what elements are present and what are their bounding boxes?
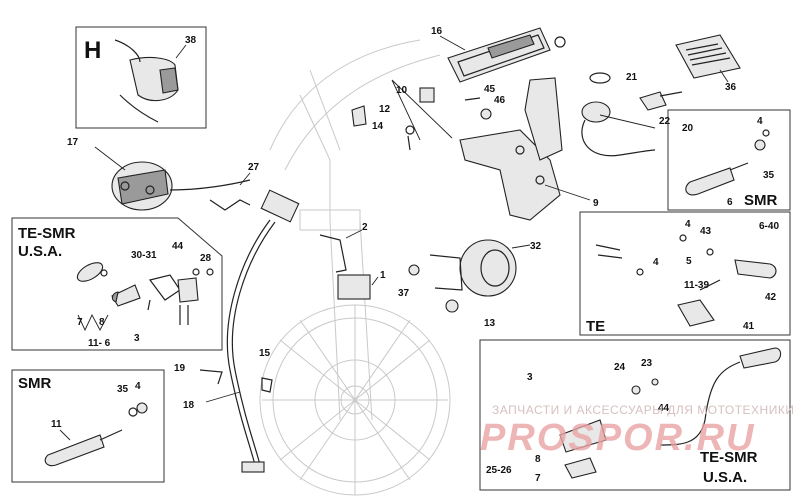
callout-45: 45 [484,84,496,95]
watermark: ЗАПЧАСТИ И АКСЕССУАРЫ ДЛЯ МОТОТЕХНИКИ PR… [480,403,794,459]
callout-35-right: 35 [763,170,775,181]
callout-35-left: 35 [117,384,129,395]
callout-27: 27 [248,162,260,173]
callout-4-smr-left: 4 [135,381,141,392]
callout-43: 43 [700,226,712,237]
box-te-smr-right-title1: TE-SMR [700,449,758,466]
callout-24: 24 [614,362,626,373]
left-switch-17 [94,146,251,211]
callout-23: 23 [641,358,653,369]
callout-3-left: 3 [134,333,140,344]
callout-32: 32 [530,241,542,252]
callout-13: 13 [484,318,496,329]
box-te-smr-left-title2: U.S.A. [18,243,62,260]
box-smr-left: SMR [11,369,165,483]
callout-10: 10 [396,85,408,96]
manual-36 [675,34,741,83]
ignition-switch-22 [581,72,683,157]
box-h-title: H [84,37,101,64]
callout-38: 38 [185,35,197,46]
callout-11: 11 [51,419,62,430]
small-fasteners [199,79,492,393]
callout-2: 2 [362,222,368,233]
box-te-smr-usa-right: TE-SMR U.S.A. [479,339,791,491]
box-te-right: TE [579,211,791,336]
callout-labels: 1 2 3 3 4 4 4 4 5 6 7 7 8 8 9 10 11 11-3… [51,26,779,484]
callout-7-left: 7 [77,317,83,328]
callout-8-right: 8 [535,454,541,465]
callout-11-39: 11-39 [684,280,709,291]
callout-42: 42 [765,292,777,303]
box-smr-left-title: SMR [18,375,52,392]
callout-6-40: 6-40 [759,221,779,232]
callout-4-te-b: 4 [653,257,659,268]
callout-4-te-a: 4 [685,219,691,230]
callout-15: 15 [259,348,271,359]
callout-12: 12 [379,104,391,115]
callout-11-6: 11- 6 [88,338,111,349]
callout-16: 16 [431,26,443,37]
box-te-right-title: TE [586,318,605,335]
relay-1 [319,229,379,300]
callout-14: 14 [372,121,384,132]
box-te-smr-right-title2: U.S.A. [703,469,747,486]
callout-20: 20 [682,123,694,134]
callout-6: 6 [727,197,733,208]
callout-4-smr-right: 4 [757,116,763,127]
callout-9: 9 [593,198,599,209]
box-h: H [75,26,207,129]
callout-46: 46 [494,95,506,106]
callout-3-right: 3 [527,372,533,383]
callout-44-right: 44 [658,403,670,414]
callout-30-31: 30-31 [131,250,157,261]
callout-41: 41 [743,321,755,332]
watermark-line1: ЗАПЧАСТИ И АКСЕССУАРЫ ДЛЯ МОТОТЕХНИКИ [492,403,794,417]
callout-28: 28 [200,253,212,264]
callout-5: 5 [686,256,692,267]
callout-44-left: 44 [172,241,184,252]
callout-1: 1 [380,270,386,281]
callout-8-left: 8 [99,317,105,328]
box-smr-right: SMR [667,109,791,211]
box-smr-right-title: SMR [744,192,778,209]
watermark-line2: PROSPOR.RU [480,417,755,459]
cable-18 [205,189,300,473]
box-te-smr-left-title1: TE-SMR [18,225,76,242]
callout-19: 19 [174,363,186,374]
callout-18: 18 [183,400,195,411]
box-te-smr-usa-left: TE-SMR U.S.A. [11,217,223,351]
callout-22: 22 [659,116,671,127]
callout-21: 21 [626,72,638,83]
ghost-background [259,39,451,496]
callout-17: 17 [67,137,79,148]
instrument-16 [439,27,566,83]
callout-7-right: 7 [535,473,541,484]
callout-25-26: 25-26 [486,465,512,476]
bracket-9 [459,77,591,221]
callout-37: 37 [398,288,410,299]
callout-36: 36 [725,82,737,93]
horn-32 [408,239,531,297]
